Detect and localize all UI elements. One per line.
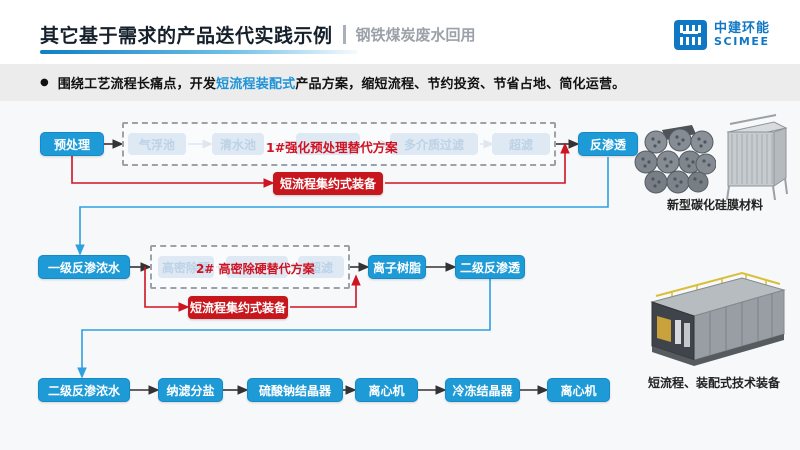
cscec-logo-icon	[674, 20, 707, 50]
logo-name-cn: 中建环能	[714, 21, 771, 37]
flow1-end-node: 反渗透	[578, 132, 638, 156]
page-subtitle: 钢铁煤炭废水回用	[355, 26, 476, 44]
company-logo: 中建环能 SCIMEE	[674, 20, 770, 50]
flow3-node: 纳滤分盐	[158, 378, 223, 402]
flow3-node: 二级反渗浓水	[38, 378, 130, 402]
flow2-equipment-node: 短流程集约式装备	[188, 296, 288, 319]
summary-text: 围绕工艺流程长痛点，开发短流程装配式产品方案，缩短流程、节约投资、节省占地、简化…	[58, 73, 626, 92]
flow2-faded-step: 超滤	[298, 256, 344, 278]
equipment-container-image	[650, 271, 786, 366]
flow2-replace-label: 2# 高密除硬替代方案	[196, 262, 315, 276]
flow1-equipment-node: 短流程集约式装备	[273, 172, 383, 195]
flow1-faded-step: 气浮池	[128, 133, 186, 155]
title-underline	[40, 50, 358, 54]
flow2-start-node: 一级反渗浓水	[38, 255, 130, 279]
bullet-icon: ●	[40, 77, 49, 88]
flow2-node: 二级反渗透	[455, 255, 525, 279]
membrane-tubes-image	[634, 125, 716, 194]
flow3-node: 离心机	[547, 378, 610, 402]
flow1-faded-step: 超滤	[492, 133, 550, 155]
summary-band: ● 围绕工艺流程长痛点，开发短流程装配式产品方案，缩短流程、节约投资、节省占地、…	[0, 64, 800, 101]
equipment-caption: 短流程、装配式技术装备	[647, 376, 780, 390]
flow1-faded-step-hidden	[296, 133, 360, 155]
logo-name-en: SCIMEE	[714, 35, 770, 49]
flow1-faded-step: 清水池	[212, 133, 264, 155]
flow3-node: 冷冻结晶器	[445, 378, 520, 402]
flow2-faded-step-hidden	[226, 256, 288, 278]
flow3-node: 离心机	[355, 378, 418, 402]
flow1-replace-label: 1#强化预处理替代方案	[266, 140, 398, 155]
flow2-node: 离子树脂	[368, 255, 426, 279]
summary-pre: 围绕工艺流程长痛点，开发	[57, 77, 217, 92]
membrane-module-image	[726, 114, 788, 201]
summary-highlight: 短流程装配式	[216, 77, 296, 92]
membrane-caption: 新型碳化硅膜材料	[666, 198, 763, 212]
flow1-faded-step: 多介质过滤	[390, 133, 478, 155]
flow2-faded-step: 高密除硬	[158, 256, 214, 278]
title-separator	[342, 25, 346, 44]
flow3-node: 硫酸钠结晶器	[247, 378, 343, 402]
summary-post: 产品方案，缩短流程、节约投资、节省占地、简化运营。	[295, 77, 626, 92]
flow1-start-node: 预处理	[40, 132, 104, 156]
page-title: 其它基于需求的产品迭代实践示例	[40, 25, 333, 47]
flow1-legacy-group	[122, 122, 556, 166]
logo-text: 中建环能 SCIMEE	[714, 22, 770, 47]
header: 其它基于需求的产品迭代实践示例 钢铁煤炭废水回用	[40, 21, 476, 48]
